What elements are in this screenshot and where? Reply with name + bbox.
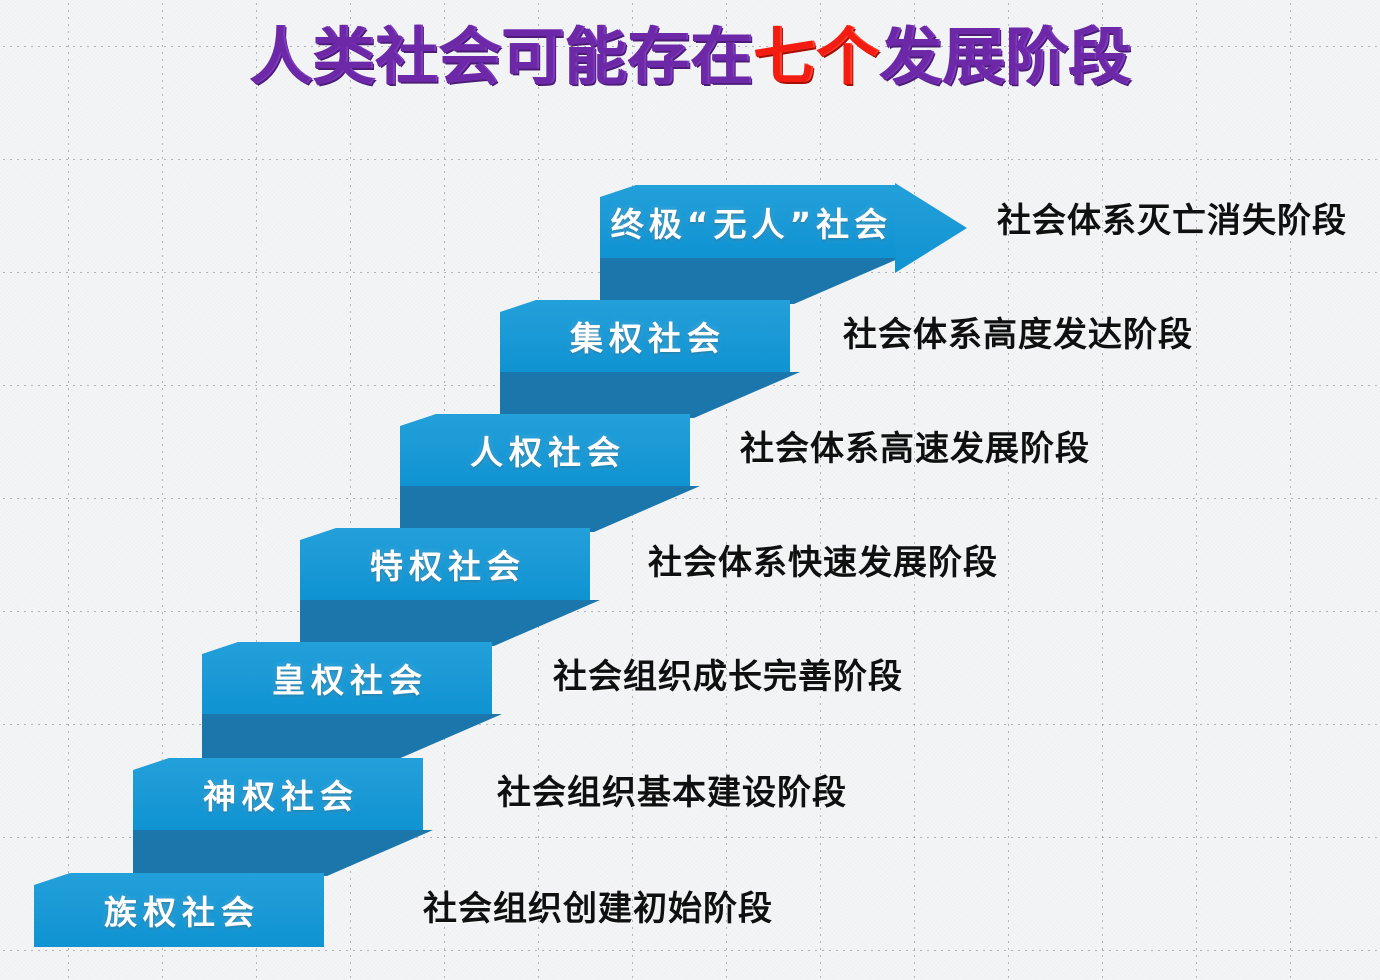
step-5-bar bbox=[400, 414, 690, 486]
step-7-arrow-shaft bbox=[600, 185, 898, 258]
title-part-1: 人类社会可能存在 bbox=[248, 20, 753, 93]
step-6-caption: 社会体系高度发达阶段 bbox=[843, 315, 1193, 355]
title-highlight: 七个 bbox=[752, 20, 879, 93]
step-4-stage-label: 特权社会 bbox=[370, 547, 526, 586]
step-6-stage-label: 集权社会 bbox=[570, 319, 726, 358]
step-1-bar bbox=[34, 873, 324, 947]
step-4-caption: 社会体系快速发展阶段 bbox=[648, 543, 998, 583]
step-6-bar bbox=[500, 300, 790, 372]
step-6-fold bbox=[500, 372, 800, 418]
step-3-bar bbox=[202, 642, 492, 714]
step-3-caption: 社会组织成长完善阶段 bbox=[553, 657, 903, 697]
step-2-stage-label: 神权社会 bbox=[203, 777, 359, 816]
step-5-caption: 社会体系高速发展阶段 bbox=[740, 429, 1090, 469]
step-7-caption: 社会体系灭亡消失阶段 bbox=[997, 201, 1347, 241]
step-7-fold bbox=[600, 258, 900, 304]
step-4-bar bbox=[300, 528, 590, 600]
step-5-fold bbox=[400, 486, 700, 532]
step-7-arrow-head bbox=[895, 183, 967, 273]
step-2-caption: 社会组织基本建设阶段 bbox=[497, 773, 847, 813]
step-2-bar bbox=[133, 758, 423, 830]
step-2-fold bbox=[133, 830, 433, 876]
step-3-stage-label: 皇权社会 bbox=[272, 661, 428, 700]
title-part-2: 发展阶段 bbox=[879, 20, 1132, 93]
step-3-fold bbox=[202, 714, 502, 760]
step-7-stage-label: 终极“无人”社会 bbox=[610, 204, 893, 244]
page-title: 人类社会可能存在七个发展阶段 bbox=[0, 26, 1380, 88]
step-4-fold bbox=[300, 600, 600, 646]
step-1-stage-label: 族权社会 bbox=[104, 893, 260, 932]
step-5-stage-label: 人权社会 bbox=[470, 433, 626, 472]
step-1-caption: 社会组织创建初始阶段 bbox=[423, 889, 773, 929]
